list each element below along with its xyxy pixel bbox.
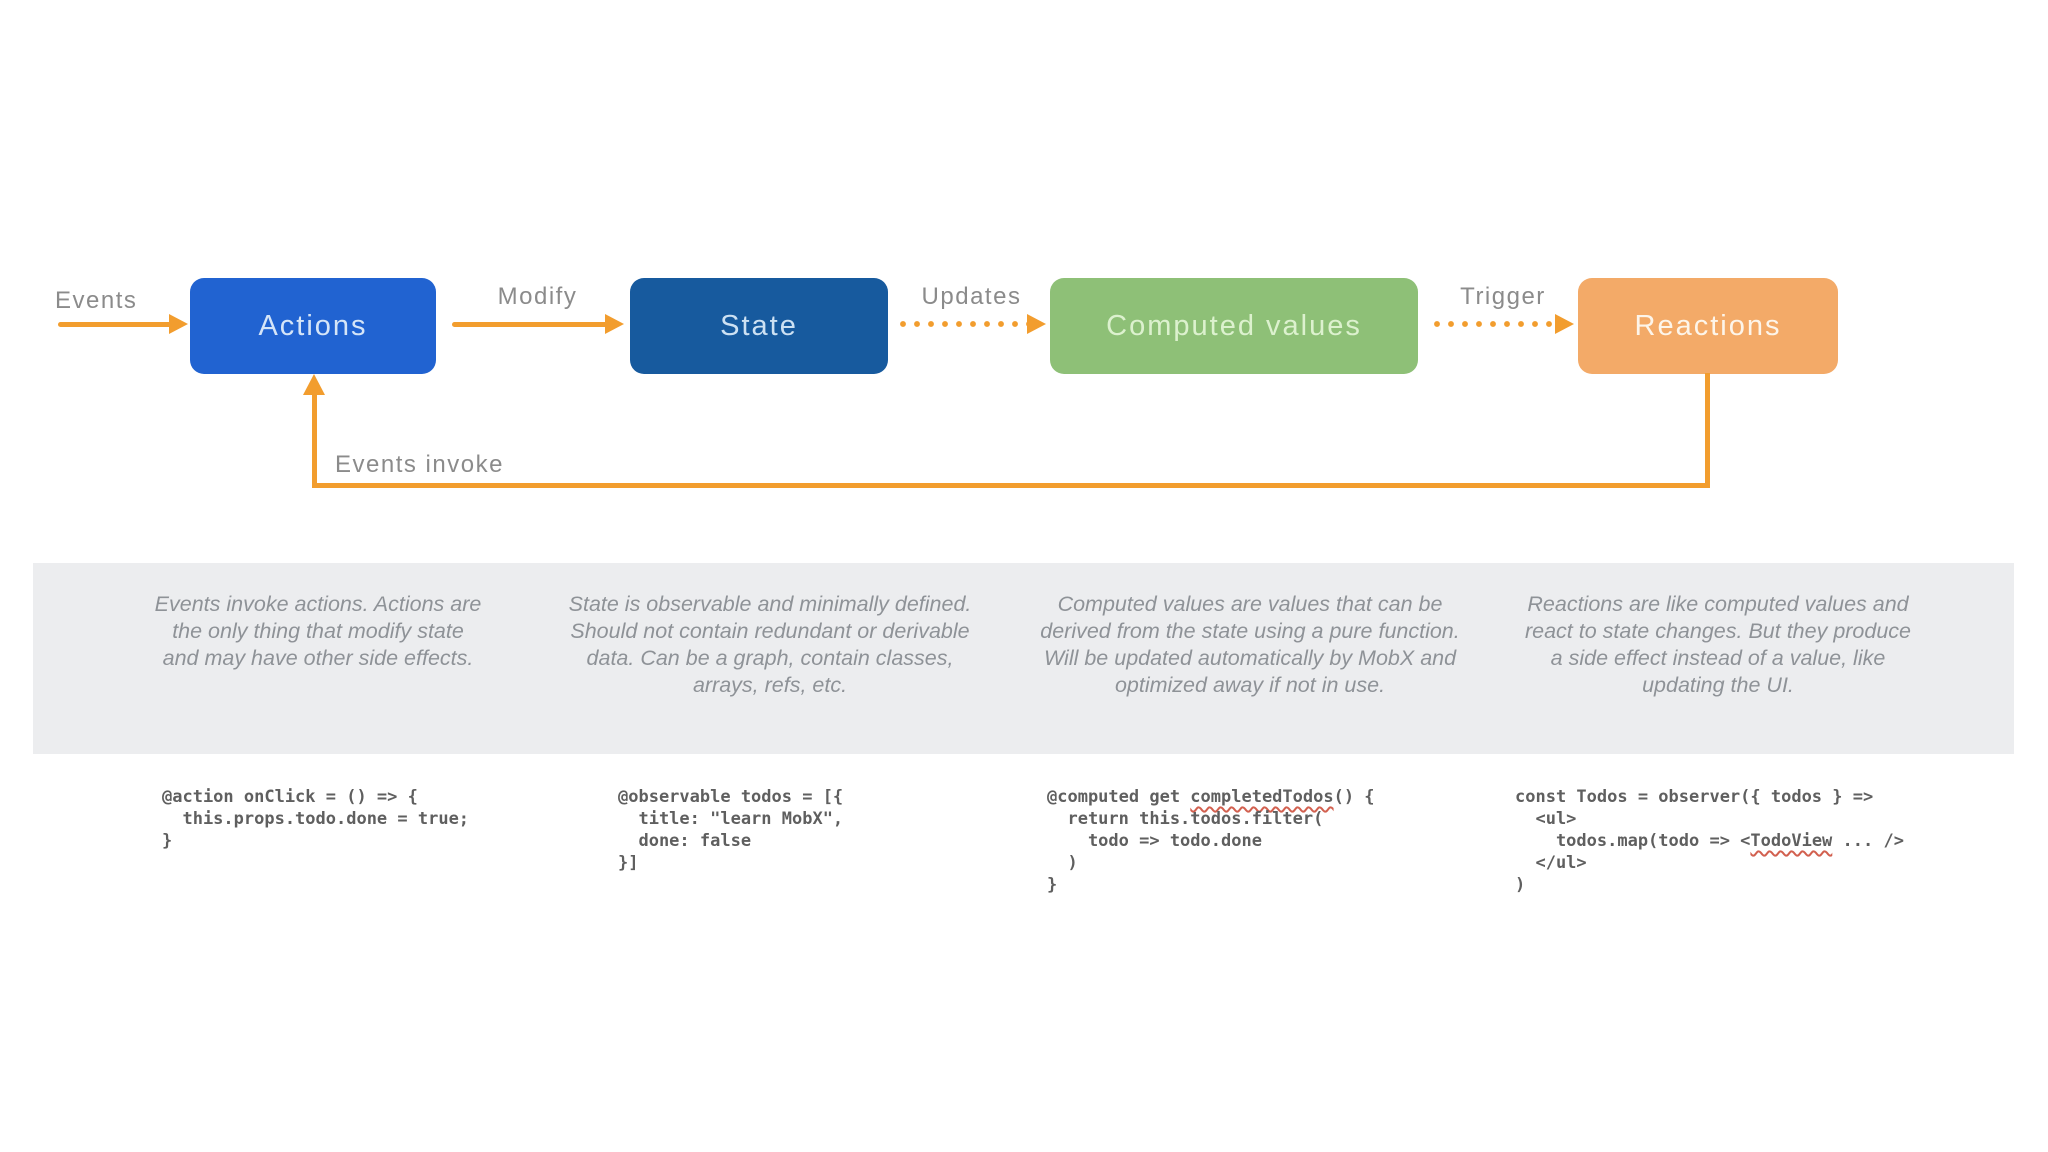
descriptions-band: Events invoke actions. Actions are the o… [33, 563, 2014, 754]
arrow-shaft [58, 322, 173, 327]
node-actions: Actions [190, 278, 436, 374]
reactions-code-snippet: const Todos = observer({ todos } => <ul>… [1515, 787, 1904, 895]
events-label: Events [55, 287, 138, 314]
modify-label: Modify [497, 283, 578, 310]
arrow-head [605, 314, 624, 334]
feedback-line-right [1705, 373, 1710, 487]
trigger-dotted-arrow-icon [1430, 314, 1574, 334]
node-computed-values: Computed values [1050, 278, 1418, 374]
arrow-head [169, 314, 188, 334]
node-state: State [630, 278, 888, 374]
arrow-shaft [896, 320, 1031, 328]
modify-arrow-icon [452, 314, 624, 334]
trigger-label: Trigger [1460, 283, 1546, 310]
computed-values-code-snippet: @computed get completedTodos() { return … [1047, 787, 1375, 895]
actions-description: Events invoke actions. Actions are the o… [154, 592, 482, 670]
events-invoke-label: Events invoke [335, 451, 504, 478]
state-code-snippet: @observable todos = [{ title: "learn Mob… [618, 787, 844, 873]
state-description: State is observable and minimally define… [568, 592, 972, 697]
feedback-line-bottom [312, 483, 1710, 488]
arrow-head [1027, 314, 1046, 334]
node-reactions: Reactions [1578, 278, 1838, 374]
actions-code-snippet: @action onClick = () => { this.props.tod… [162, 787, 470, 851]
arrow-shaft [1430, 320, 1559, 328]
reactions-description: Reactions are like computed values and r… [1524, 592, 1912, 697]
arrow-head [1555, 314, 1574, 334]
updates-label: Updates [921, 283, 1022, 310]
updates-dotted-arrow-icon [896, 314, 1046, 334]
feedback-arrow-head-icon [303, 374, 325, 395]
events-arrow-icon [58, 314, 188, 334]
feedback-line-left [312, 394, 317, 486]
arrow-shaft [452, 322, 609, 327]
computed-values-description: Computed values are values that can be d… [1040, 592, 1460, 697]
